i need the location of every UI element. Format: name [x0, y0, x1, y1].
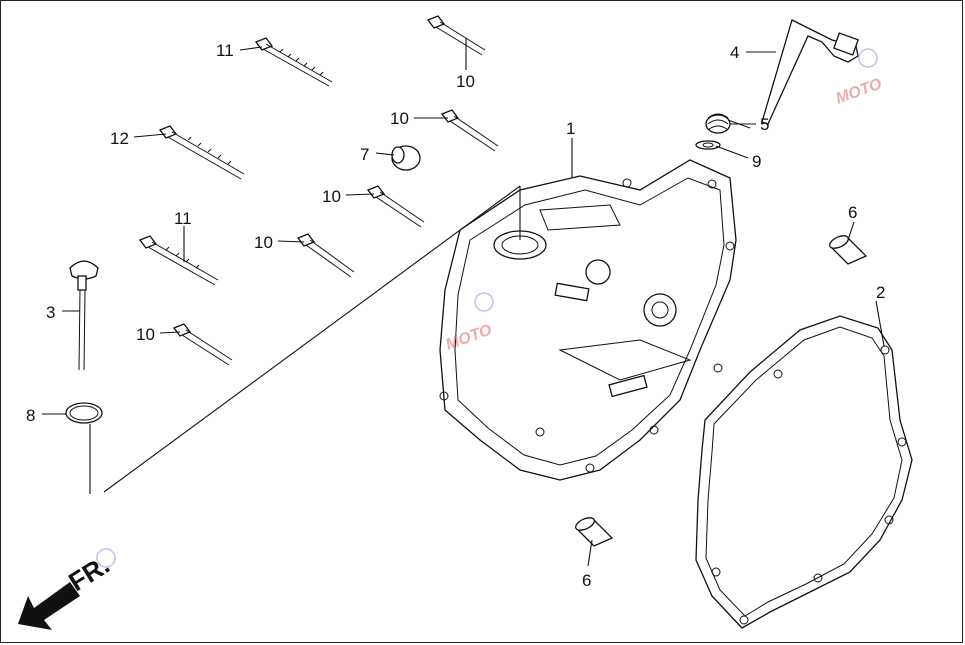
callout-10-middle: 10 [322, 187, 341, 206]
lever-arm-4 [761, 19, 859, 125]
callout-7: 7 [360, 145, 369, 164]
o-ring-9 [65, 402, 103, 424]
callout-6-lower: 6 [582, 571, 591, 590]
watermark-swirl-icon [858, 48, 878, 68]
callout-5: 5 [760, 115, 769, 134]
bolt-10-mid-top [440, 109, 499, 152]
callout-10-left: 10 [254, 233, 273, 252]
front-direction-arrow [18, 582, 80, 630]
callout-10-mid-top: 10 [390, 109, 409, 128]
bolt-12 [158, 125, 245, 180]
bolt-11-lower [138, 235, 219, 286]
bolt-10-top [426, 15, 486, 56]
gasket-2 [695, 315, 913, 629]
dipstick-3 [69, 260, 99, 371]
assembly-reference-line [103, 185, 521, 493]
callout-4: 4 [730, 43, 739, 62]
callout-8: 9 [752, 152, 761, 171]
callout-2: 2 [876, 283, 885, 302]
bolt-11-top [254, 37, 333, 87]
callout-10-top: 10 [456, 72, 475, 91]
callout-9: 8 [26, 406, 35, 425]
collar-7 [391, 145, 421, 171]
crankcase-cover-1 [439, 159, 737, 481]
watermark-swirl-icon [474, 292, 494, 312]
watermark-swirl-icon [96, 548, 116, 568]
bolt-10-lower-left [172, 323, 233, 366]
callout-3: 3 [46, 303, 55, 322]
callout-1: 1 [566, 119, 575, 138]
dowel-pin-6-upper [828, 235, 868, 265]
spring-5 [705, 113, 751, 134]
bolt-10-left [296, 233, 355, 278]
dowel-pin-6-lower [574, 517, 614, 547]
callout-11-lower: 11 [174, 209, 192, 228]
callout-6-upper: 6 [848, 203, 857, 222]
watermark-logo-top-right: MOTO [834, 75, 885, 107]
callout-10-lower-left: 10 [136, 325, 155, 344]
callout-11-top: 11 [216, 41, 234, 60]
washer-8 [695, 140, 721, 150]
callout-12: 12 [110, 129, 129, 148]
bolt-10-middle [366, 185, 425, 228]
